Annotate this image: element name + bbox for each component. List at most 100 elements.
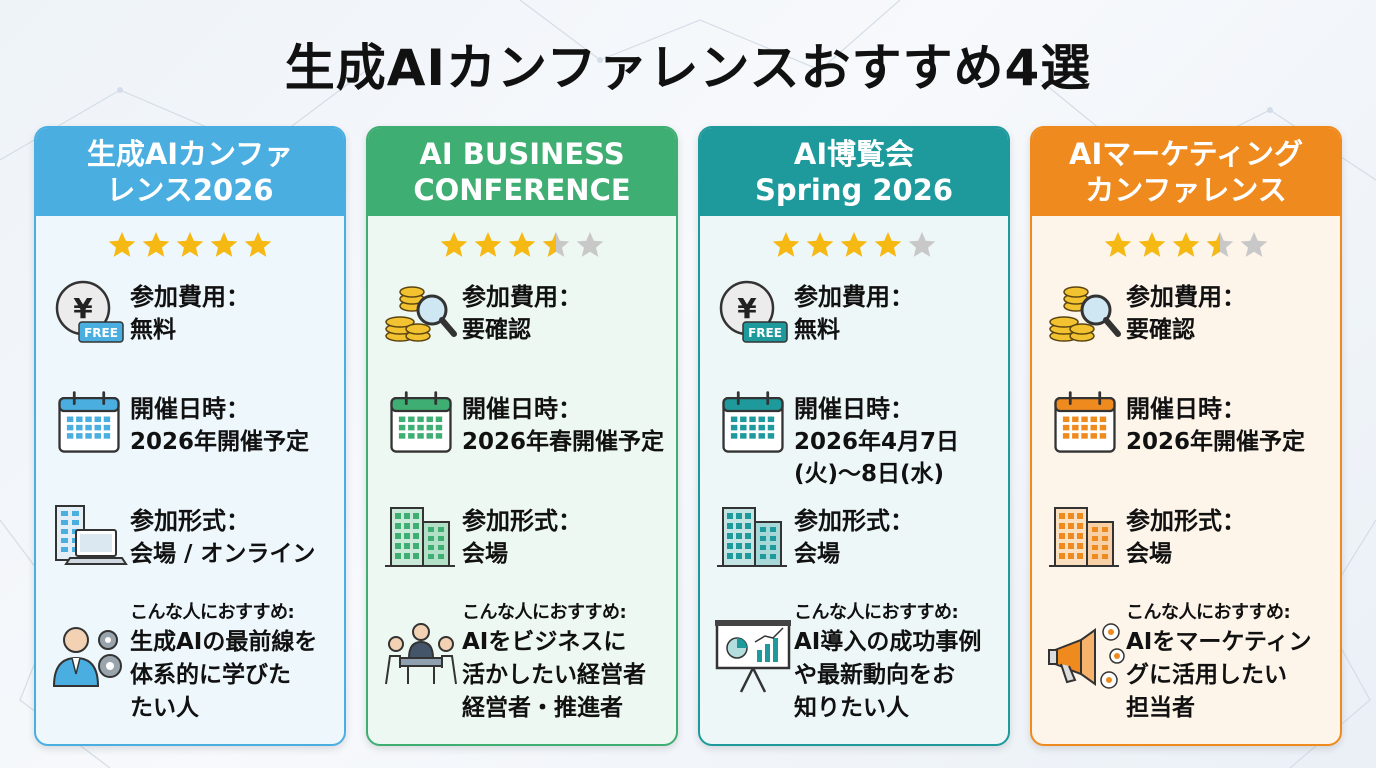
fee-label: 参加費用： bbox=[794, 283, 914, 311]
coins-magnifier-icon bbox=[380, 278, 462, 358]
date-row: 開催日時： 2026年開催予定 bbox=[1044, 390, 1334, 470]
date-value: 2026年開催予定 bbox=[1126, 429, 1306, 455]
star-filled-icon bbox=[244, 232, 272, 257]
building-laptop-icon bbox=[48, 502, 130, 582]
building-icon bbox=[380, 502, 462, 582]
date-row: 開催日時： 2026年4月7日 (火)～8日(水) bbox=[712, 390, 1002, 490]
date-label: 開催日時： bbox=[462, 395, 582, 423]
recommend-row: こんな人におすすめ: AI導入の成功事例 や最新動向をお 知りたい人 bbox=[712, 598, 1002, 725]
format-row: 参加形式： 会場 / オンライン bbox=[48, 502, 338, 582]
card-title: AI博覧会 Spring 2026 bbox=[700, 128, 1008, 216]
star-filled-icon bbox=[210, 232, 238, 257]
recommend-row: こんな人におすすめ: AIをビジネスに 活かしたい経営者 経営者・推進者 bbox=[380, 598, 670, 725]
format-row: 参加形式： 会場 bbox=[712, 502, 1002, 582]
date-label: 開催日時： bbox=[794, 395, 914, 423]
date-row: 開催日時： 2026年春開催予定 bbox=[380, 390, 670, 470]
star-half-icon bbox=[1206, 232, 1234, 257]
conference-card: AI博覧会 Spring 2026 ¥ FREE 参加費用： 無料 bbox=[698, 126, 1010, 746]
calendar-icon bbox=[712, 390, 794, 470]
recommend-label: こんな人におすすめ: bbox=[130, 602, 295, 623]
megaphone-icon bbox=[1044, 598, 1126, 708]
page-title: 生成AIカンファレンスおすすめ4選 bbox=[284, 39, 1092, 97]
recommend-value: 生成AIの最前線を 体系的に学びた たい人 bbox=[130, 629, 318, 721]
star-filled-icon bbox=[806, 232, 834, 257]
fee-value: 要確認 bbox=[462, 317, 531, 343]
recommend-row: こんな人におすすめ: 生成AIの最前線を 体系的に学びた たい人 bbox=[48, 598, 338, 725]
presentation-board-icon bbox=[712, 598, 794, 708]
format-label: 参加形式： bbox=[1126, 507, 1246, 535]
person-gears-icon bbox=[48, 598, 130, 708]
fee-value: 無料 bbox=[130, 317, 176, 343]
card-title: AI BUSINESS CONFERENCE bbox=[368, 128, 676, 216]
fee-value: 要確認 bbox=[1126, 317, 1195, 343]
yen-free-icon: ¥ FREE bbox=[712, 278, 794, 358]
calendar-icon bbox=[1044, 390, 1126, 470]
format-value: 会場 bbox=[1126, 541, 1172, 567]
date-label: 開催日時： bbox=[1126, 395, 1246, 423]
fee-row: ¥ FREE 参加費用： 無料 bbox=[712, 278, 1002, 358]
rating-stars bbox=[700, 216, 1008, 274]
calendar-icon bbox=[48, 390, 130, 470]
star-filled-icon bbox=[440, 232, 468, 257]
format-label: 参加形式： bbox=[462, 507, 582, 535]
star-empty-icon bbox=[1240, 232, 1268, 257]
star-empty-icon bbox=[576, 232, 604, 257]
star-half-icon bbox=[542, 232, 570, 257]
format-row: 参加形式： 会場 bbox=[380, 502, 670, 582]
date-value: 2026年春開催予定 bbox=[462, 429, 665, 455]
rating-stars bbox=[368, 216, 676, 274]
recommend-value: AIをビジネスに 活かしたい経営者 経営者・推進者 bbox=[462, 629, 646, 721]
star-filled-icon bbox=[1104, 232, 1132, 257]
card-title: 生成AIカンファ レンス2026 bbox=[36, 128, 344, 216]
fee-label: 参加費用： bbox=[462, 283, 582, 311]
star-filled-icon bbox=[142, 232, 170, 257]
conference-card: 生成AIカンファ レンス2026 ¥ FREE 参加費用： 無料 bbox=[34, 126, 346, 746]
star-filled-icon bbox=[474, 232, 502, 257]
date-value: 2026年4月7日 (火)～8日(水) bbox=[794, 429, 960, 487]
rating-stars bbox=[36, 216, 344, 274]
star-filled-icon bbox=[874, 232, 902, 257]
date-row: 開催日時： 2026年開催予定 bbox=[48, 390, 338, 470]
star-filled-icon bbox=[176, 232, 204, 257]
recommend-row: こんな人におすすめ: AIをマーケティン グに活用したい 担当者 bbox=[1044, 598, 1334, 725]
recommend-label: こんな人におすすめ: bbox=[1126, 602, 1291, 623]
format-row: 参加形式： 会場 bbox=[1044, 502, 1334, 582]
meeting-icon bbox=[380, 598, 462, 708]
fee-value: 無料 bbox=[794, 317, 840, 343]
rating-stars bbox=[1032, 216, 1340, 274]
recommend-label: こんな人におすすめ: bbox=[462, 602, 627, 623]
star-filled-icon bbox=[1138, 232, 1166, 257]
svg-text:FREE: FREE bbox=[748, 326, 782, 340]
recommend-value: AIをマーケティン グに活用したい 担当者 bbox=[1126, 629, 1312, 721]
yen-free-icon: ¥ FREE bbox=[48, 278, 130, 358]
card-title: AIマーケティング カンファレンス bbox=[1032, 128, 1340, 216]
recommend-value: AI導入の成功事例 や最新動向をお 知りたい人 bbox=[794, 629, 982, 721]
conference-card: AI BUSINESS CONFERENCE 参加費用： 要確認 bbox=[366, 126, 678, 746]
fee-row: 参加費用： 要確認 bbox=[380, 278, 670, 358]
format-value: 会場 bbox=[794, 541, 840, 567]
card-list: 生成AIカンファ レンス2026 ¥ FREE 参加費用： 無料 bbox=[34, 126, 1344, 746]
conference-card: AIマーケティング カンファレンス 参加費用： 要確認 bbox=[1030, 126, 1342, 746]
format-value: 会場 / オンライン bbox=[130, 541, 316, 567]
star-filled-icon bbox=[840, 232, 868, 257]
star-empty-icon bbox=[908, 232, 936, 257]
format-label: 参加形式： bbox=[794, 507, 914, 535]
fee-row: ¥ FREE 参加費用： 無料 bbox=[48, 278, 338, 358]
star-filled-icon bbox=[772, 232, 800, 257]
date-label: 開催日時： bbox=[130, 395, 250, 423]
star-filled-icon bbox=[108, 232, 136, 257]
recommend-label: こんな人におすすめ: bbox=[794, 602, 959, 623]
svg-text:¥: ¥ bbox=[73, 292, 93, 325]
svg-text:FREE: FREE bbox=[84, 326, 118, 340]
fee-label: 参加費用： bbox=[130, 283, 250, 311]
fee-row: 参加費用： 要確認 bbox=[1044, 278, 1334, 358]
calendar-icon bbox=[380, 390, 462, 470]
svg-text:¥: ¥ bbox=[737, 292, 757, 325]
format-label: 参加形式： bbox=[130, 507, 250, 535]
fee-label: 参加費用： bbox=[1126, 283, 1246, 311]
star-filled-icon bbox=[1172, 232, 1200, 257]
coins-magnifier-icon bbox=[1044, 278, 1126, 358]
format-value: 会場 bbox=[462, 541, 508, 567]
star-filled-icon bbox=[508, 232, 536, 257]
building-icon bbox=[1044, 502, 1126, 582]
